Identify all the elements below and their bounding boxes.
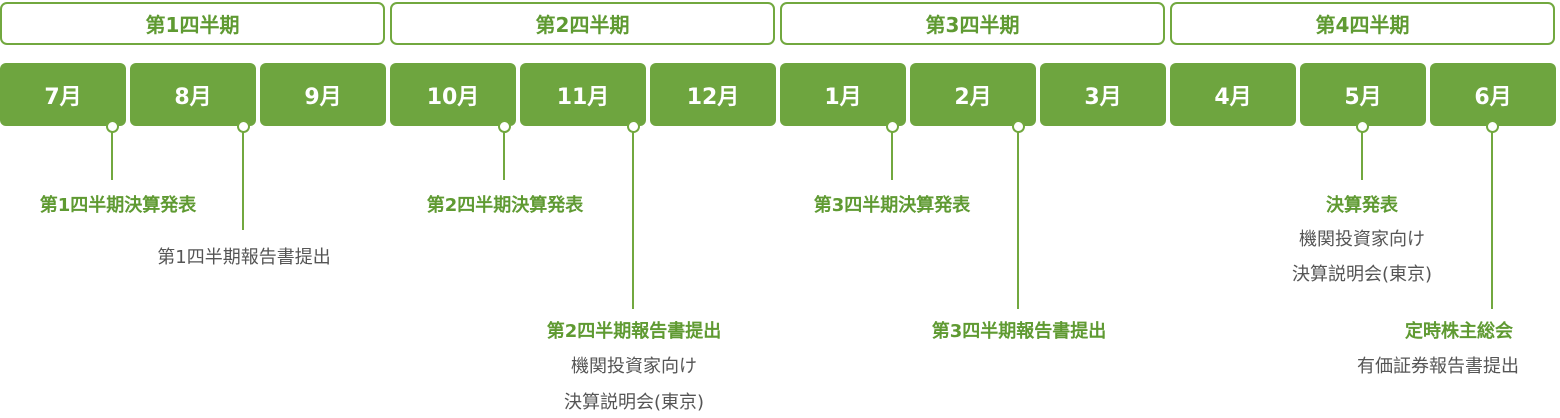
connector-q1-report — [242, 126, 244, 230]
connector-agm — [1491, 126, 1493, 309]
month-may: 5月 — [1300, 63, 1426, 126]
month-april: 4月 — [1170, 63, 1296, 126]
event-q2-results: 第2四半期決算発表 — [426, 195, 584, 216]
event-fy-results: 決算発表 — [1326, 195, 1398, 216]
month-august: 8月 — [130, 63, 256, 126]
connector-q3-report — [1017, 126, 1019, 309]
quarter-1-header: 第1四半期 — [0, 2, 385, 45]
event-q3-results: 第3四半期決算発表 — [813, 195, 971, 216]
connector-dot — [106, 120, 119, 133]
month-june: 6月 — [1430, 63, 1556, 126]
event-fy-briefing-line1: 機関投資家向け — [1299, 229, 1425, 250]
connector-q2-report — [632, 126, 634, 309]
connector-dot — [1486, 120, 1499, 133]
event-fy-briefing-line2: 決算説明会(東京) — [1291, 264, 1433, 285]
event-q2-briefing-line2: 決算説明会(東京) — [563, 392, 705, 413]
month-october: 10月 — [390, 63, 516, 126]
event-q2-report: 第2四半期報告書提出 — [546, 321, 722, 342]
connector-fy-results — [1361, 126, 1363, 180]
connector-q2-results — [503, 126, 505, 180]
month-november: 11月 — [520, 63, 646, 126]
quarter-3-header: 第3四半期 — [780, 2, 1165, 45]
month-december: 12月 — [650, 63, 776, 126]
event-q3-report: 第3四半期報告書提出 — [931, 321, 1107, 342]
event-agm: 定時株主総会 — [1405, 321, 1513, 342]
connector-dot — [1012, 120, 1025, 133]
connector-dot — [237, 120, 250, 133]
month-january: 1月 — [780, 63, 906, 126]
month-february: 2月 — [910, 63, 1036, 126]
connector-q3-results — [891, 126, 893, 180]
event-q2-briefing-line1: 機関投資家向け — [571, 356, 697, 377]
connector-dot — [886, 120, 899, 133]
month-september: 9月 — [260, 63, 386, 126]
event-annual-report: 有価証券報告書提出 — [1357, 356, 1519, 377]
month-july: 7月 — [0, 63, 126, 126]
event-q1-results: 第1四半期決算発表 — [39, 195, 197, 216]
connector-q1-results — [111, 126, 113, 180]
connector-dot — [627, 120, 640, 133]
quarter-2-header: 第2四半期 — [390, 2, 775, 45]
event-q1-report: 第1四半期報告書提出 — [157, 247, 331, 268]
connector-dot — [1356, 120, 1369, 133]
month-march: 3月 — [1040, 63, 1166, 126]
connector-dot — [498, 120, 511, 133]
quarter-4-header: 第4四半期 — [1170, 2, 1555, 45]
